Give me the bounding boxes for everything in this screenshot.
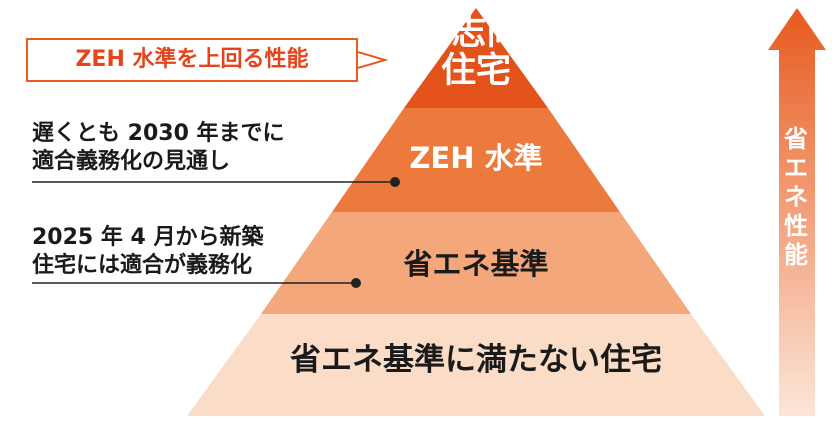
pyramid-tier-4 bbox=[187, 314, 765, 416]
note-2: 2025 年 4 月から新築 住宅には適合が義務化 bbox=[32, 224, 264, 280]
tier-4-label: 省エネ基準に満たない住宅 bbox=[290, 342, 662, 378]
tier-1-label-line2: 住宅 bbox=[440, 51, 511, 91]
note-1-dot bbox=[390, 177, 400, 187]
arrow-label-char: 性 bbox=[784, 212, 808, 240]
callout-pointer bbox=[357, 51, 389, 69]
arrow-label: 省 エ ネ 性 能 bbox=[779, 125, 813, 270]
tier-3-label: 省エネ基準 bbox=[403, 247, 549, 281]
arrow-label-char: ネ bbox=[784, 183, 808, 211]
note-2-line1: 2025 年 4 月から新築 bbox=[32, 225, 264, 250]
callout-text: ZEH 水準を上回る性能 bbox=[75, 47, 309, 72]
performance-arrow bbox=[768, 8, 826, 416]
note-1-line1: 遅くとも 2030 年までに bbox=[32, 121, 285, 146]
callout-box bbox=[26, 38, 358, 82]
note-2-dot bbox=[351, 278, 361, 288]
arrow-label-char: 省 bbox=[784, 125, 808, 153]
pyramid-tier-3 bbox=[261, 212, 691, 314]
note-2-line2: 住宅には適合が義務化 bbox=[32, 253, 253, 278]
note-1-line2: 適合義務化の見通し bbox=[32, 149, 231, 174]
tier-2-label: ZEH 水準 bbox=[409, 141, 543, 175]
pyramid-tier-2 bbox=[332, 108, 620, 212]
tier-1-label: GX志向型 住宅 bbox=[380, 14, 572, 90]
note-1: 遅くとも 2030 年までに 適合義務化の見通し bbox=[32, 120, 285, 176]
arrow-label-char: 能 bbox=[784, 241, 808, 269]
pyramid-tier-1 bbox=[404, 8, 548, 108]
tier-1-label-line1: GX志向型 bbox=[395, 13, 557, 53]
arrow-label-char: エ bbox=[784, 154, 808, 182]
